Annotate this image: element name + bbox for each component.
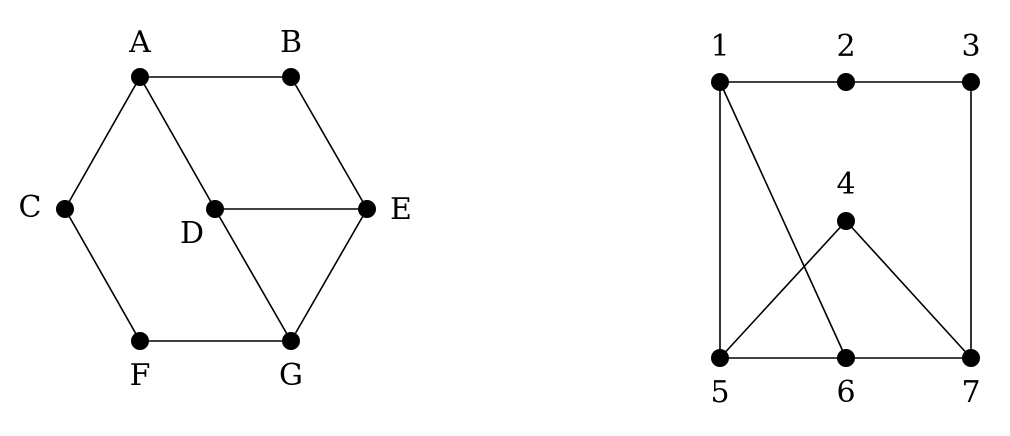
node-a	[131, 68, 149, 86]
node-label-1: 1	[710, 29, 729, 64]
edge-a-d	[139, 76, 216, 210]
node-label-b: B	[280, 25, 302, 60]
node-f	[131, 332, 149, 350]
node-c	[56, 200, 74, 218]
node-label-a: A	[128, 25, 151, 60]
node-label-c: C	[19, 190, 42, 225]
node-label-4: 4	[836, 167, 855, 202]
node-label-d: D	[180, 216, 204, 251]
node-e	[358, 200, 376, 218]
node-label-6: 6	[836, 375, 855, 410]
edge-c-f	[64, 208, 141, 342]
node-4	[837, 212, 855, 230]
edge-4-7	[845, 220, 972, 359]
node-label-2: 2	[836, 29, 855, 64]
node-label-3: 3	[961, 29, 980, 64]
graph-right: 1 2 3 4 5 6 7	[710, 29, 980, 410]
node-label-e: E	[390, 192, 412, 227]
node-d	[206, 200, 224, 218]
node-label-5: 5	[710, 375, 729, 410]
edge-d-g	[214, 208, 292, 342]
node-label-7: 7	[961, 375, 980, 410]
graph-left: A B C D E F G	[19, 25, 412, 393]
node-6	[837, 349, 855, 367]
edge-e-g	[290, 208, 368, 342]
node-2	[837, 73, 855, 91]
node-label-f: F	[130, 358, 151, 393]
node-1	[711, 73, 729, 91]
node-5	[711, 349, 729, 367]
edge-a-c	[64, 76, 141, 210]
edge-1-6	[719, 81, 847, 359]
node-label-g: G	[279, 358, 303, 393]
edge-4-5	[719, 220, 847, 359]
node-3	[962, 73, 980, 91]
edge-b-e	[290, 76, 368, 210]
node-g	[282, 332, 300, 350]
node-7	[962, 349, 980, 367]
node-b	[282, 68, 300, 86]
